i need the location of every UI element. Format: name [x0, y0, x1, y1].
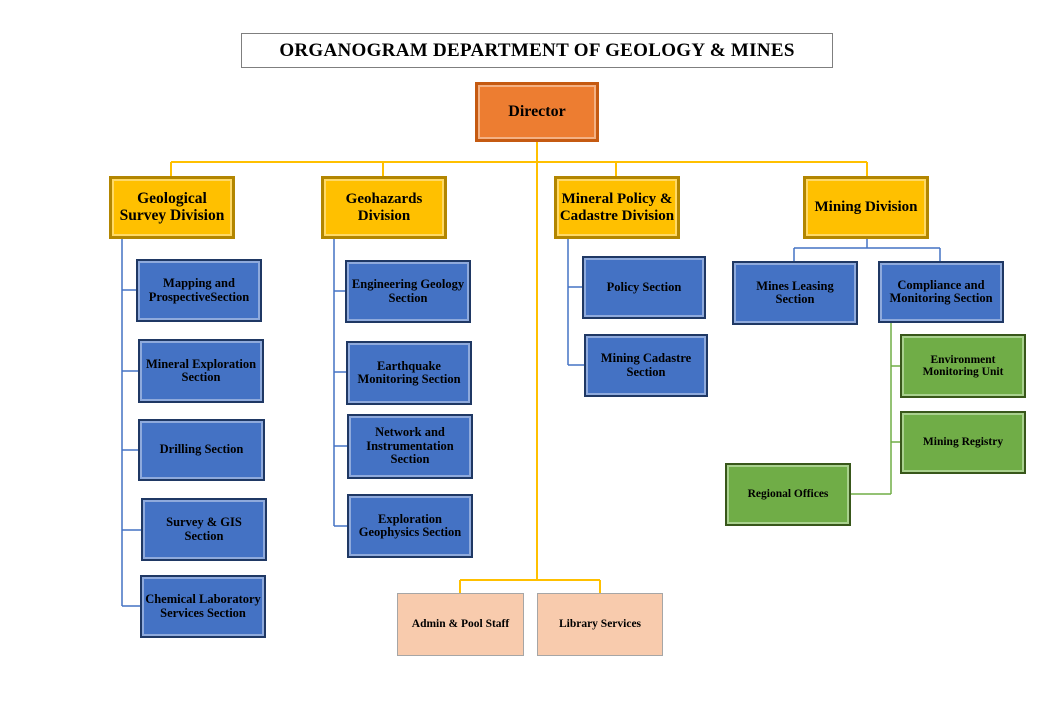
section-mapping-prospective: Mapping and ProspectiveSection: [136, 259, 262, 322]
unit-regional-offices: Regional Offices: [725, 463, 851, 526]
support-library-services: Library Services: [537, 593, 663, 656]
division-mining: Mining Division: [803, 176, 929, 239]
support-admin-pool-staff: Admin & Pool Staff: [397, 593, 524, 656]
section-drilling: Drilling Section: [138, 419, 265, 481]
section-mining-cadastre: Mining Cadastre Section: [584, 334, 708, 397]
unit-mining-registry: Mining Registry: [900, 411, 1026, 474]
section-mineral-exploration: Mineral Exploration Section: [138, 339, 264, 403]
section-mines-leasing: Mines Leasing Section: [732, 261, 858, 325]
section-engineering-geology: Engineering Geology Section: [345, 260, 471, 323]
section-chemical-laboratory: Chemical Laboratory Services Section: [140, 575, 266, 638]
division-geological-survey: Geological Survey Division: [109, 176, 235, 239]
section-policy: Policy Section: [582, 256, 706, 319]
unit-environment-monitoring: Environment Monitoring Unit: [900, 334, 1026, 398]
section-earthquake-monitoring: Earthquake Monitoring Section: [346, 341, 472, 405]
division-mineral-policy-cadastre: Mineral Policy & Cadastre Division: [554, 176, 680, 239]
section-network-instrumentation: Network and Instrumentation Section: [347, 414, 473, 479]
section-exploration-geophysics: Exploration Geophysics Section: [347, 494, 473, 558]
page-title: ORGANOGRAM DEPARTMENT OF GEOLOGY & MINES: [241, 33, 833, 68]
director-box: Director: [475, 82, 599, 142]
division-geohazards: Geohazards Division: [321, 176, 447, 239]
section-compliance-monitoring: Compliance and Monitoring Section: [878, 261, 1004, 323]
section-survey-gis: Survey & GIS Section: [141, 498, 267, 561]
